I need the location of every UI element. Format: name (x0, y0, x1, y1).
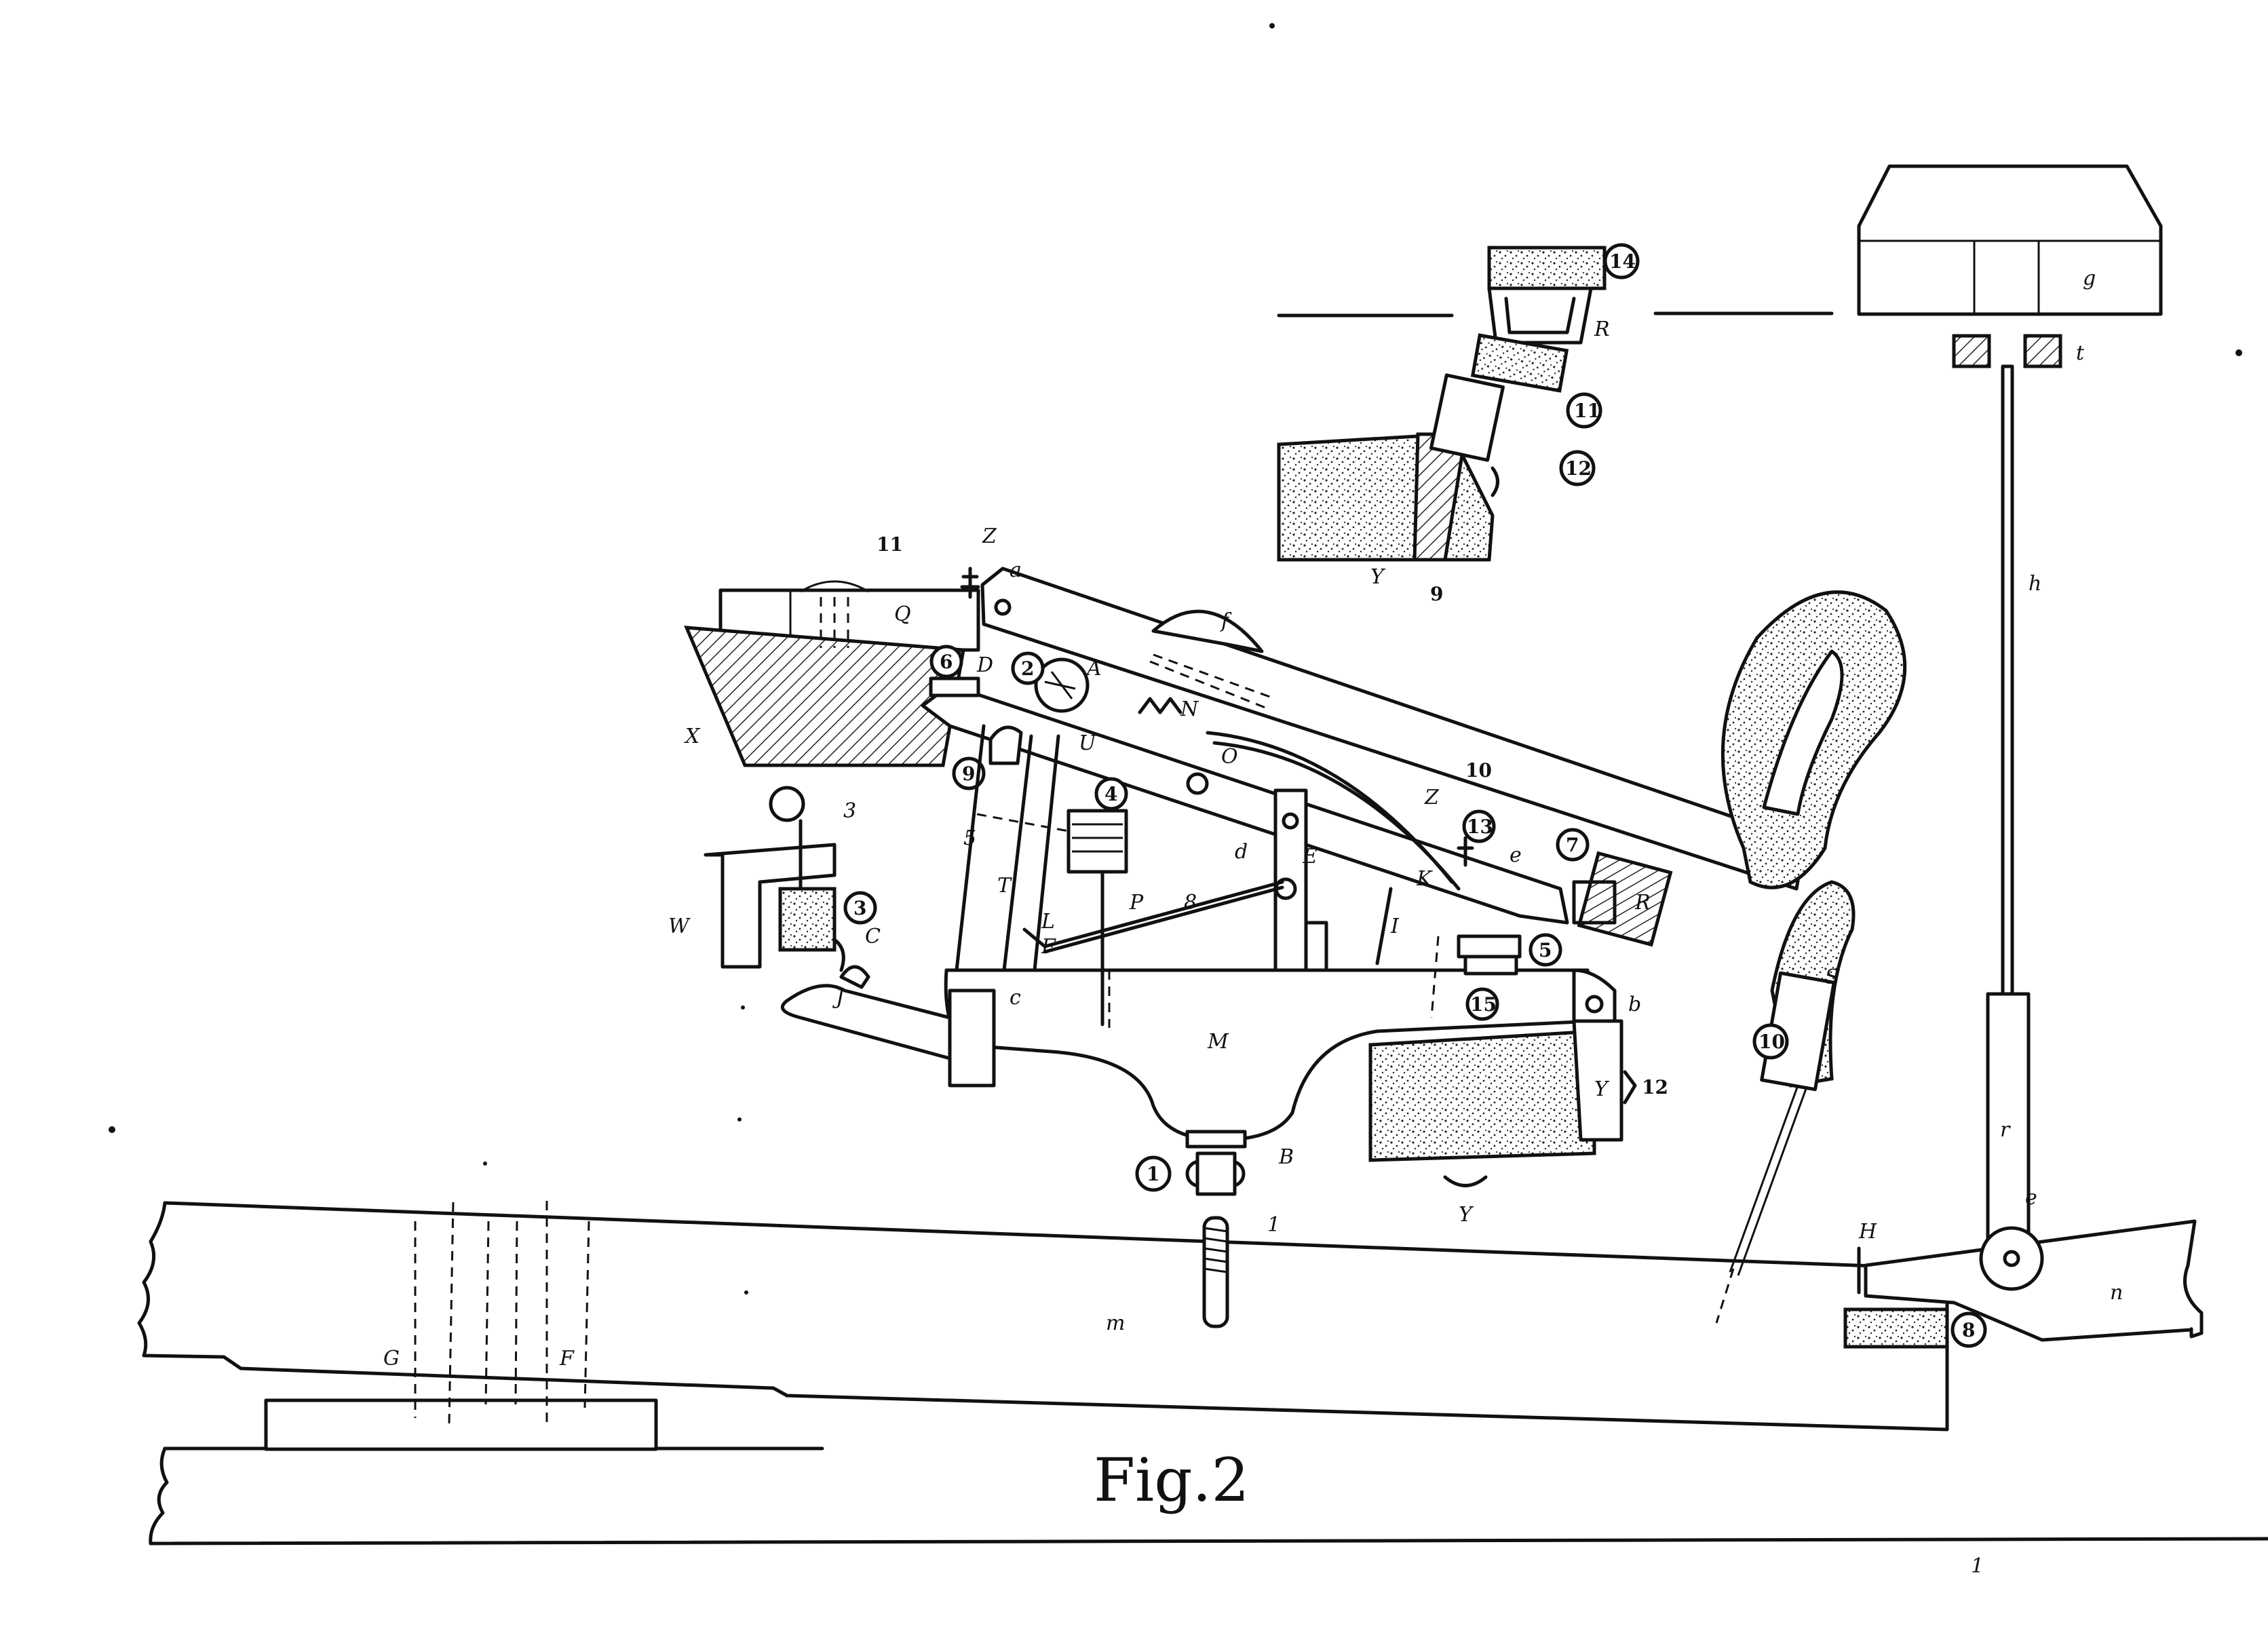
label-L: L (1041, 910, 1055, 934)
action-rail-y: Y 12 Y (1368, 1019, 1668, 1227)
label-g: g (2083, 267, 2096, 290)
label-Q: Q (894, 602, 911, 626)
label-G: G (383, 1347, 400, 1370)
label-12-y: 12 (1642, 1076, 1668, 1098)
label-Z-top: Z (982, 524, 997, 548)
label-Y-under: Y (1459, 1203, 1474, 1227)
label-X: X (684, 725, 701, 748)
label-F-key: F (559, 1347, 575, 1370)
label-11-q: 11 (877, 533, 903, 556)
hammer-shank: a 10 f Z (960, 524, 1807, 891)
scan-specks (109, 23, 2242, 1294)
label-10: 10 (1465, 759, 1492, 782)
label-2: 2 (1021, 657, 1034, 680)
label-A: A (1085, 657, 1102, 680)
figure-caption: Fig.2 (1094, 1445, 1250, 1515)
label-F: F (1041, 935, 1056, 959)
label-d: d (1235, 840, 1248, 864)
label-Y-block: Y (1594, 1077, 1610, 1101)
label-5-circle: 5 (1539, 939, 1552, 961)
label-11-inset: 11 (1574, 400, 1600, 422)
label-R-inset: R (1594, 318, 1610, 341)
hammer-head (1721, 590, 1907, 889)
hammer-rail-block: Q X 11 (684, 533, 980, 767)
label-r: r (2000, 1118, 2011, 1142)
label-N: N (1180, 697, 1199, 721)
label-D: D (976, 653, 993, 677)
label-1: 1 (1147, 1163, 1159, 1185)
damper-assembly: S 10 (1715, 880, 1856, 1324)
label-Z-mid: Z (1424, 786, 1440, 809)
label-P: P (1129, 891, 1144, 915)
label-n: n (2110, 1281, 2123, 1305)
label-15: 15 (1470, 993, 1497, 1016)
label-T: T (997, 874, 1012, 898)
label-7: 7 (1566, 834, 1579, 856)
hook-assembly: 3 3 C W J (668, 786, 881, 1010)
label-8: 8 (1184, 891, 1197, 915)
label-S: S (1825, 965, 1839, 989)
keybed-frame (149, 1398, 2268, 1546)
label-B: B (1278, 1145, 1294, 1169)
capstan: B 1 (1135, 1130, 1294, 1196)
inset-detail: Y 9 14 R 11 12 (1277, 243, 1834, 605)
label-13: 13 (1467, 816, 1493, 838)
label-h: h (2029, 572, 2041, 596)
label-8-circle: 8 (1962, 1319, 1975, 1341)
label-10-circle: 10 (1758, 1031, 1785, 1053)
label-M: M (1207, 1030, 1229, 1054)
label-a: a (1010, 558, 1022, 582)
label-6: 6 (940, 651, 953, 673)
label-E: E (1302, 845, 1318, 868)
label-1-screw: 1 (1267, 1213, 1280, 1237)
label-9-inset: 9 (1430, 583, 1443, 605)
label-O: O (1221, 745, 1238, 769)
pedal-rod-assembly: g t h r e n H 8 (1843, 164, 2204, 1349)
label-5-s: 5 (963, 826, 976, 850)
label-12-inset: 12 (1565, 457, 1592, 480)
label-Y-inset: Y (1370, 565, 1386, 589)
wippen: U O 2 A N 6 D 9 Z d E K I (921, 645, 1673, 986)
label-3-hook: 3 (843, 799, 856, 823)
label-e-pivot: e (2025, 1186, 2037, 1210)
label-3-circle: 3 (853, 897, 866, 919)
label-9: 9 (962, 763, 975, 785)
label-14: 14 (1609, 250, 1636, 273)
label-W: W (668, 915, 691, 938)
label-C-upper: C (865, 925, 881, 948)
label-b: b (1628, 993, 1641, 1016)
label-c: c (1010, 986, 1021, 1010)
label-4: 4 (1104, 783, 1117, 805)
label-R-mid: R (1634, 891, 1651, 915)
key-lever: m G F 1 (137, 1201, 1949, 1432)
label-U: U (1079, 731, 1097, 755)
label-K: K (1416, 867, 1433, 891)
label-m: m (1106, 1311, 1125, 1335)
label-I: I (1390, 915, 1400, 938)
page-mark: 1 (1971, 1554, 1984, 1578)
label-H: H (1858, 1220, 1877, 1244)
label-e-mid: e (1510, 843, 1522, 867)
label-t: t (2076, 341, 2085, 365)
